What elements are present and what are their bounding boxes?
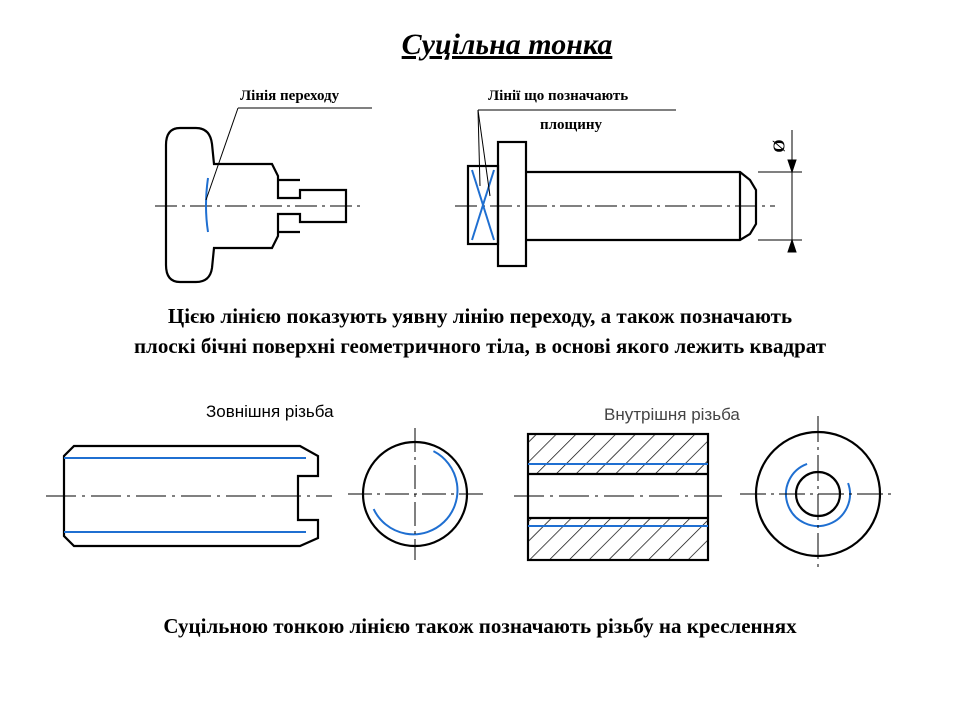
diameter-symbol: Ø [769, 139, 789, 153]
external-thread-label: Зовнішня різьба [206, 402, 334, 421]
caption-2: Суцільною тонкою лінією також позначають… [163, 614, 797, 638]
diameter-dimension [758, 130, 802, 253]
knob-part [164, 126, 348, 284]
plane-leader-1 [477, 109, 481, 187]
caption-1-line-1: Цією лінією показують уявну лінію перехо… [167, 304, 793, 328]
transition-line-label: Лінія переходу [240, 88, 340, 104]
caption-1-line-2: плоскі бічні поверхні геометричного тіла… [133, 334, 827, 358]
nut-end-view [740, 416, 896, 572]
shaft-part [466, 140, 758, 268]
internal-thread-label: Внутрішня різьба [604, 405, 740, 424]
planes-lines-label-1: Лінії що позначають [488, 88, 629, 104]
transition-leader [205, 107, 239, 201]
screw-side-view [62, 444, 320, 548]
nut-section [514, 432, 722, 562]
page-title: Суцільна тонка [401, 28, 613, 61]
screw-end-view [348, 428, 484, 560]
screw-thread-lines [64, 457, 306, 533]
plane-leader-2 [477, 109, 491, 197]
knob-transition-line [205, 177, 209, 233]
planes-lines-label-2: площину [540, 117, 603, 133]
plane-cross-lines [471, 169, 495, 241]
